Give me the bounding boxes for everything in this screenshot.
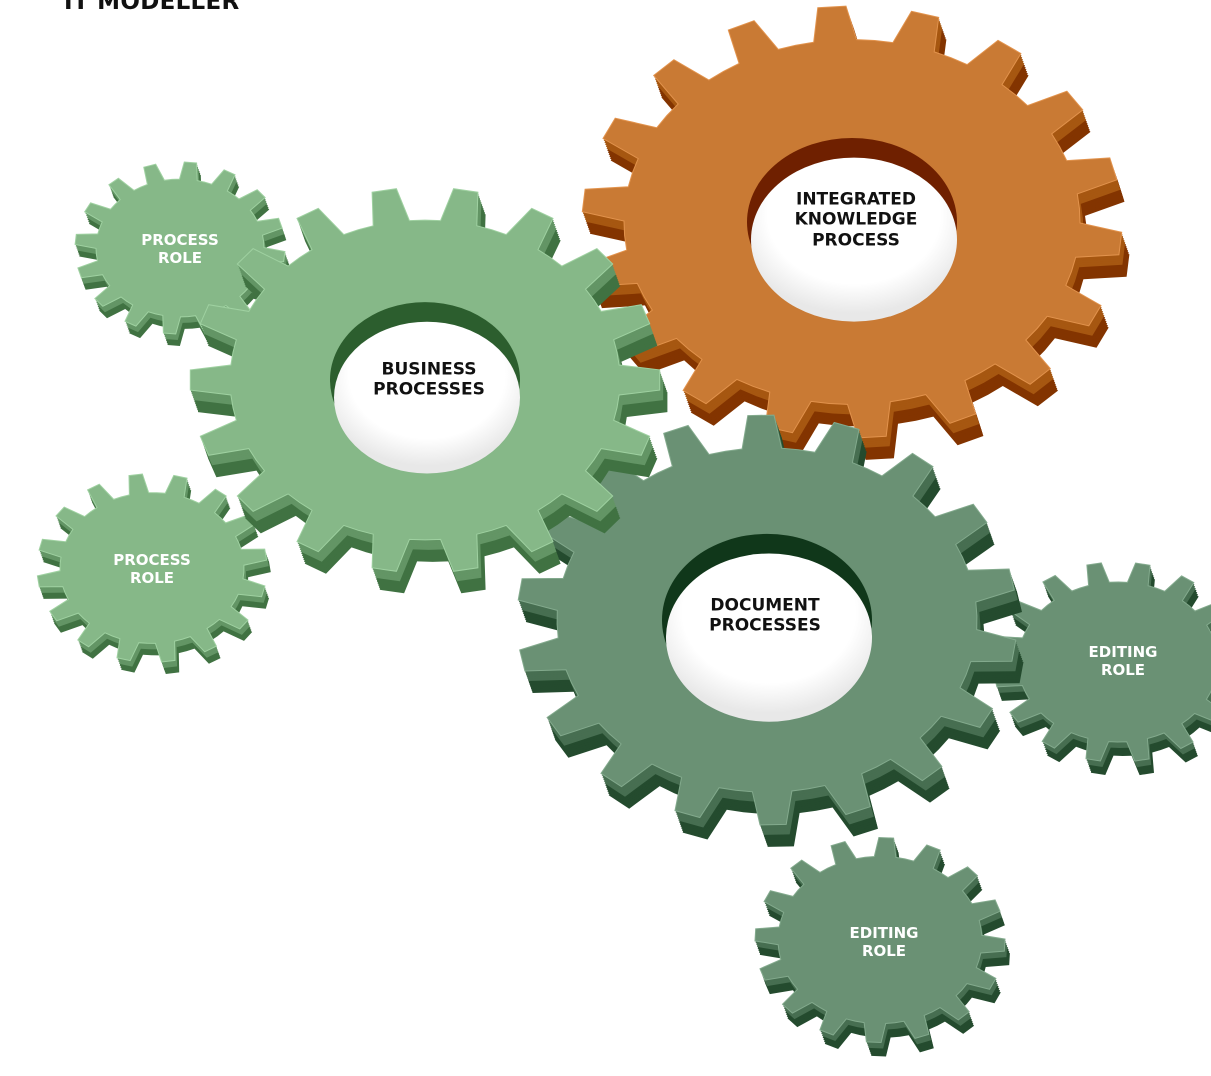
integrated-knowledge-label: INTEGRATED KNOWLEDGE PROCESS <box>795 189 918 250</box>
business-label-line-1: BUSINESS <box>381 359 477 380</box>
integrated-gear-hole <box>751 157 957 322</box>
process-role-bottom-line-1: PROCESS <box>113 551 191 569</box>
document-processes-gear <box>517 414 1024 847</box>
process-role-top-line-1: PROCESS <box>141 231 219 249</box>
document-label-line-2: PROCESSES <box>709 616 821 636</box>
process-role-bottom-label: PROCESS ROLE <box>113 551 190 587</box>
document-gear-hole <box>666 553 872 722</box>
business-label-line-2: PROCESSES <box>373 380 485 400</box>
editing-role-right-label: EDITING ROLE <box>1089 643 1158 679</box>
editing-bottom-gear-face <box>754 836 1006 1044</box>
document-processes-label: DOCUMENT PROCESSES <box>709 596 821 637</box>
role-bottom-gear-face <box>36 473 268 663</box>
process-role-top-line-2: ROLE <box>157 249 203 267</box>
editing-role-gear-bottom <box>754 836 1010 1057</box>
process-role-gear-top <box>74 161 290 346</box>
editing-role-bottom-line-2: ROLE <box>861 942 907 960</box>
editing-role-bottom-line-1: EDITING <box>849 924 919 942</box>
business-processes-gear <box>189 188 668 594</box>
editing-role-right-line-2: ROLE <box>1100 661 1146 679</box>
integrated-label-line-3: PROCESS <box>812 230 900 251</box>
editing-role-gear-right <box>993 562 1211 776</box>
integrated-label-line-1: INTEGRATED <box>796 189 916 210</box>
process-role-bottom-line-2: ROLE <box>129 569 175 587</box>
document-label-line-1: DOCUMENT <box>710 595 820 616</box>
business-processes-label: BUSINESS PROCESSES <box>373 360 485 401</box>
integrated-knowledge-gear <box>581 5 1130 460</box>
editing-role-bottom-label: EDITING ROLE <box>850 924 919 960</box>
process-role-top-label: PROCESS ROLE <box>141 231 218 267</box>
integrated-label-line-2: KNOWLEDGE <box>794 209 918 230</box>
page-title: IT MODELLER <box>64 0 240 15</box>
process-role-gear-bottom <box>36 473 271 674</box>
editing-role-right-line-1: EDITING <box>1088 643 1158 661</box>
business-gear-hole <box>334 321 520 474</box>
